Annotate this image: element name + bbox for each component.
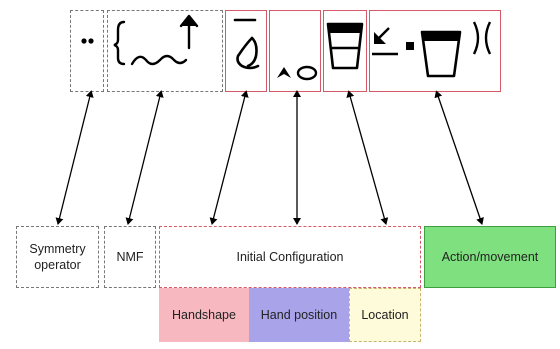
arrow-nmf xyxy=(125,90,164,225)
hand-position-symbol-box xyxy=(269,10,321,92)
nmf-symbol-box xyxy=(107,10,223,92)
action-movement-label: Action/movement xyxy=(424,226,556,288)
location-symbol-box xyxy=(323,10,367,92)
handshape-symbol-box xyxy=(225,10,267,92)
arrow-symmetry xyxy=(55,90,94,225)
nmf-label: NMF xyxy=(104,226,156,288)
handshape-label: Handshape xyxy=(159,288,249,342)
arrow-location xyxy=(346,90,389,225)
movement-symbol-box xyxy=(369,10,501,92)
arrow-handshape xyxy=(209,90,249,225)
location-label: Location xyxy=(349,288,421,342)
arrow-movement xyxy=(434,90,484,225)
connector-arrows xyxy=(55,90,484,225)
hand-position-label: Hand position xyxy=(249,288,349,342)
initial-configuration-label: Initial Configuration xyxy=(159,226,421,288)
symmetry-symbol-box xyxy=(70,10,104,92)
symmetry-operator-label: Symmetry operator xyxy=(16,226,99,288)
